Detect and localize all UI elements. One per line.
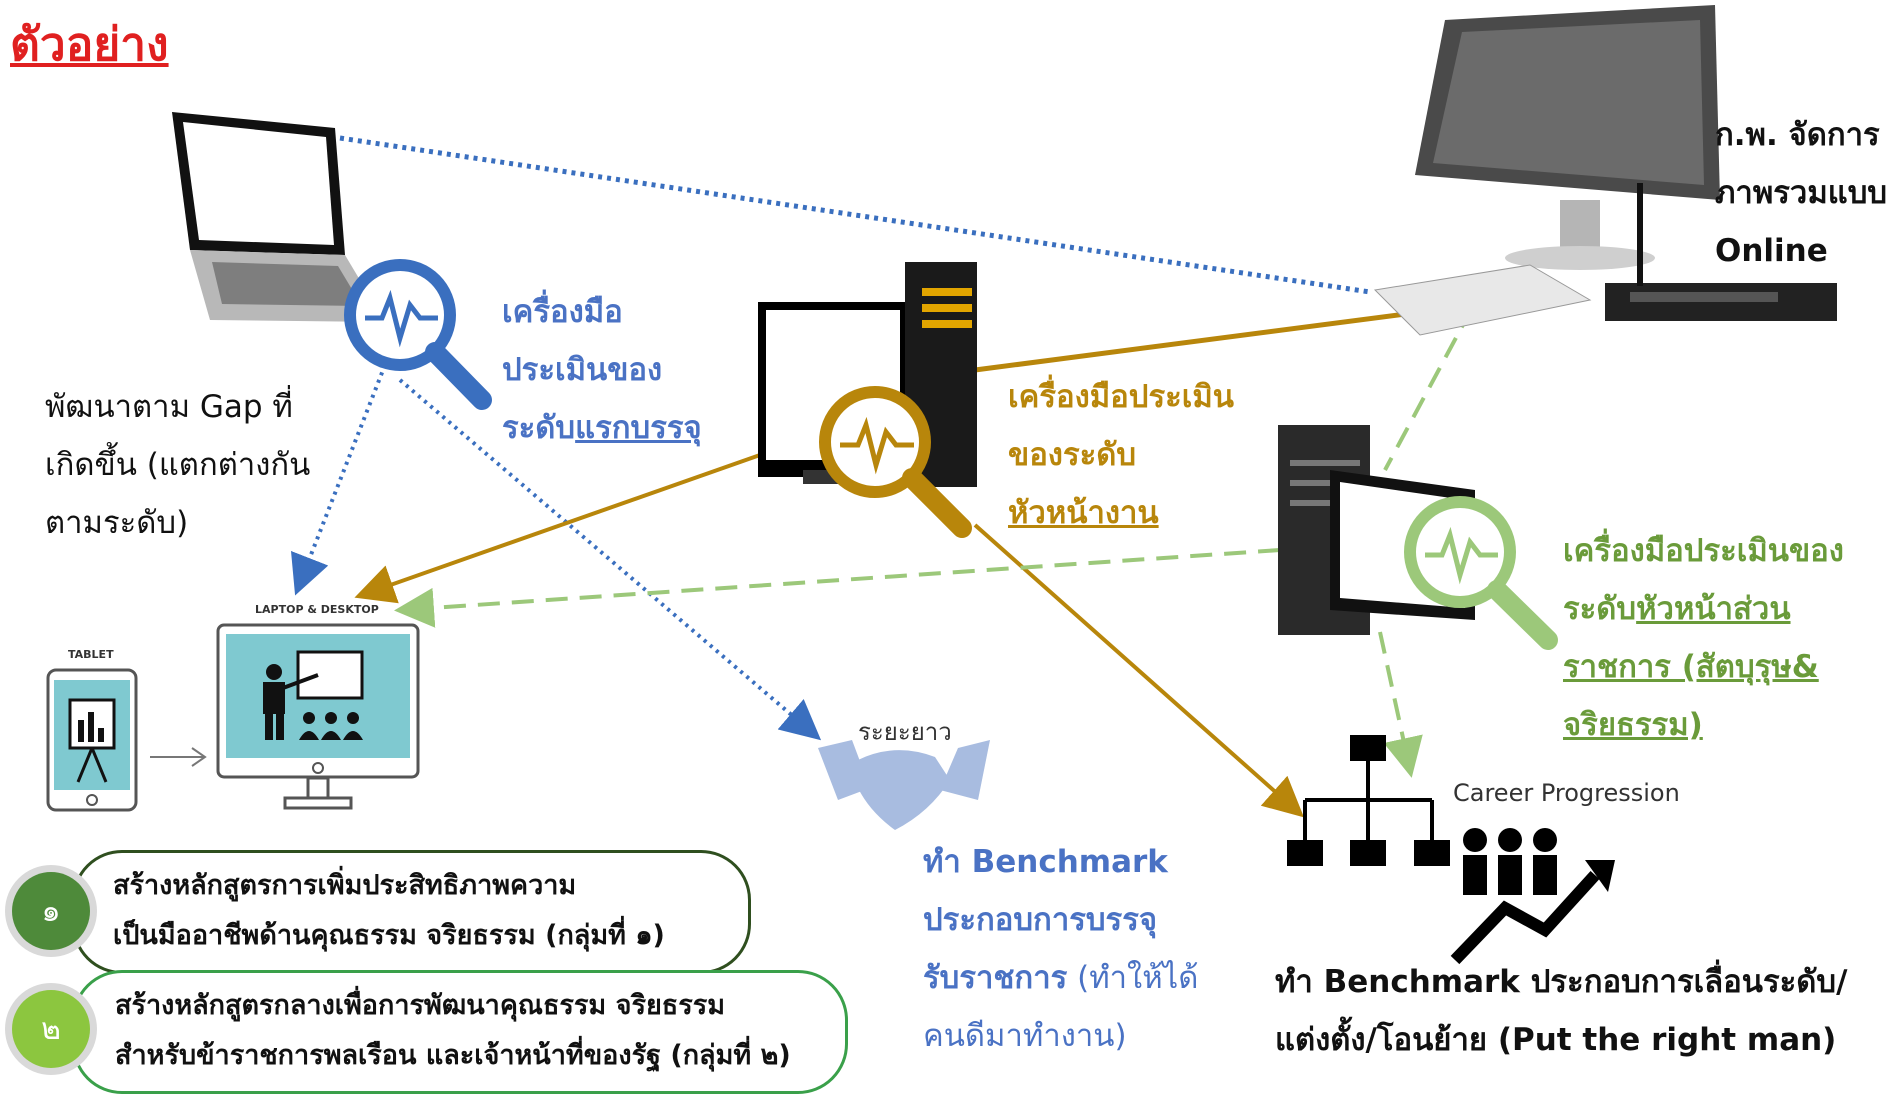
- supervisor-tool-label: เครื่องมือประเมิน ของระดับ หัวหน้างาน: [1008, 379, 1234, 531]
- monitor-presentation-icon: [216, 623, 420, 810]
- router-icon: [1605, 183, 1837, 321]
- step-2-line-1: สร้างหลักสูตรกลางเพื่อการพัฒนาคุณธรรม จร…: [115, 990, 726, 1021]
- step-1-line-2: เป็นมืออาชีพด้านคุณธรรม จริยธรรม (กลุ่มท…: [113, 920, 665, 951]
- gap-note: พัฒนาตาม Gap ที่ เกิดขึ้น (แตกต่างกัน ตา…: [45, 389, 311, 541]
- step-1-badge: ๑: [12, 872, 90, 950]
- tablet-icon: [46, 668, 138, 812]
- dotted-arrow-entry-to-desktop: [290, 364, 387, 596]
- green-dash-ocsc-to-tower: [1383, 307, 1474, 471]
- long-term-label: ระยะยาว: [858, 718, 952, 746]
- benchmark-recruit-label: ทำ Benchmark ประกอบการบรรจุ รับราชการ (ท…: [923, 844, 1199, 1054]
- tablet-to-desktop-arrow: [150, 747, 207, 767]
- green-dash-head-to-career: [1378, 631, 1423, 778]
- handshake-icon: [818, 740, 990, 830]
- ocsc-online-label: ก.พ. จัดการ ภาพรวมแบบ Online: [1715, 117, 1888, 269]
- magnifier-icon-gold: [819, 386, 972, 538]
- head-tool-label: เครื่องมือประเมินของ ระดับหัวหน้าส่วน รา…: [1563, 533, 1844, 743]
- page-title: ตัวอย่าง: [10, 17, 169, 71]
- step-2-badge: ๒: [12, 990, 90, 1068]
- step-2-line-2: สำหรับข้าราชการพลเรือน และเจ้าหน้าที่ของ…: [115, 1040, 791, 1071]
- gold-line-ocsc-to-tower: [974, 302, 1476, 373]
- magnifier-icon-green: [1404, 496, 1558, 650]
- org-chart-icon: [1287, 735, 1450, 866]
- people-growth-icon: [1450, 828, 1615, 965]
- dotted-line-laptop-to-ocsc: [339, 135, 1371, 295]
- gold-arrow-supervisor-to-career: [973, 523, 1304, 818]
- all-in-one-computer-icon: [1373, 5, 1720, 336]
- gold-arrow-supervisor-to-desktop: [354, 453, 761, 604]
- benchmark-promote-label: ทำ Benchmark ประกอบการเลื่อนระดับ/ แต่งต…: [1275, 964, 1848, 1058]
- dotted-arrow-entry-to-handshake: [398, 378, 822, 741]
- magnifier-icon-blue: [344, 259, 492, 410]
- step-1-pill: สร้างหลักสูตรการเพิ่มประสิทธิภาพความ เป็…: [72, 850, 751, 974]
- career-progression-label: Career Progression: [1453, 779, 1680, 807]
- step-1-line-1: สร้างหลักสูตรการเพิ่มประสิทธิภาพความ: [113, 870, 577, 901]
- tablet-caption: TABLET: [68, 648, 114, 661]
- laptop-icon: [172, 112, 385, 322]
- entry-level-tool-label: เครื่องมือ ประเมินของ ระดับแรกบรรจุ: [502, 294, 702, 446]
- step-2-pill: สร้างหลักสูตรกลางเพื่อการพัฒนาคุณธรรม จร…: [72, 970, 848, 1094]
- green-dash-head-to-desktop: [394, 548, 1281, 628]
- laptop-desktop-caption: LAPTOP & DESKTOP: [255, 603, 379, 616]
